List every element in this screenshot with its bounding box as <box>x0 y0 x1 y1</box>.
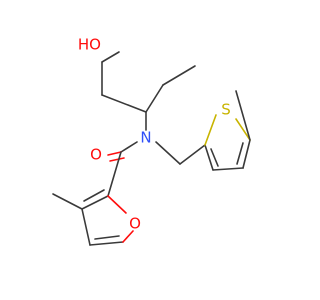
hydroxyl-label: HO <box>78 36 101 54</box>
bond-thiophene-s-c2 <box>204 114 217 146</box>
bond-ch2-o <box>101 51 120 63</box>
bond-carbonyl-o-b <box>109 157 125 162</box>
bond-ethyl-2 <box>162 65 196 86</box>
bond-thiophene-c4-c5-inner <box>236 142 244 165</box>
nitrogen-label: N <box>140 129 151 147</box>
furan-oxygen-label: O <box>129 215 141 233</box>
bond-furan-c4-c5 <box>89 241 124 246</box>
bond-thiophene-c5-s <box>235 118 251 141</box>
bond-ethyl-1 <box>145 84 164 113</box>
carbonyl-oxygen-label: O <box>90 146 102 164</box>
bond-furan-c5-o <box>122 230 134 243</box>
bond-furan-c3-c4 <box>81 208 91 246</box>
bond-carbonyl-o-a <box>107 151 122 156</box>
bond-furan-c2-c3-inner <box>83 189 105 202</box>
molecule-structure-diagram: HO S N O O <box>52 36 251 246</box>
bond-furan-o-c2 <box>107 195 127 214</box>
bond-ch2-thiophene <box>179 144 206 165</box>
bond-n-ch2 <box>155 141 181 165</box>
sulfur-label: S <box>221 101 231 119</box>
bond-lines <box>52 51 251 246</box>
bond-thiophene-c2-c3-inner <box>210 148 219 167</box>
bond-furan-c3-methyl <box>52 193 83 210</box>
bond-thiophene-c2-c3 <box>204 144 214 171</box>
bond-thiophene-c4-c5 <box>242 139 251 169</box>
bond-n-carbonyl <box>120 141 138 153</box>
bond-carbonyl-furan <box>107 151 122 197</box>
bond-thiophene-c3-c4 <box>212 167 244 171</box>
atom-labels: HO S N O O <box>78 36 231 233</box>
bond-thiophene-methyl <box>235 90 251 141</box>
bond-furan-c4-c5-inner <box>94 235 120 240</box>
bond-ch-ch2 <box>101 94 147 113</box>
bond-furan-c2-c3 <box>81 195 109 210</box>
